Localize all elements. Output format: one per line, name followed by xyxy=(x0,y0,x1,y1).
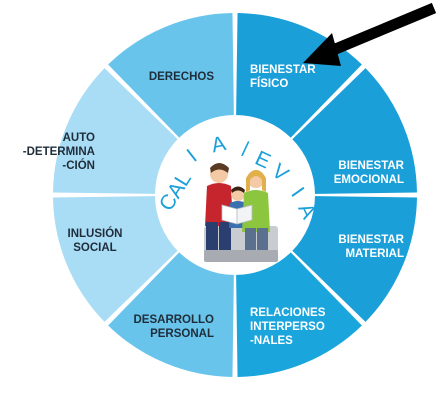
segment-label-line: BIENESTAR xyxy=(250,64,316,76)
segment-label-line: DESARROLLO xyxy=(134,314,215,326)
segment-label-line: AUTO xyxy=(63,132,95,144)
segment-label-line: BIENESTAR xyxy=(338,234,404,246)
pointer-arrow-icon xyxy=(303,2,437,66)
segment-label-line: EMOCIONAL xyxy=(334,174,404,186)
segment-label-line: -CIÓN xyxy=(62,159,95,172)
segment-label-relaciones-interpersonales: RELACIONES INTERPERSO -NALES xyxy=(250,307,326,347)
segment-label-line: -NALES xyxy=(250,335,293,347)
segment-label-line: DERECHOS xyxy=(149,71,215,83)
center-title-fragment: / xyxy=(240,138,250,162)
segment-label-desarrollo-personal: DESARROLLO PERSONAL xyxy=(134,314,215,340)
segment-label-inclusion-social: INLUSIÓN SOCIAL xyxy=(68,227,123,254)
segment-label-line: RELACIONES xyxy=(250,307,326,319)
family-reading-illustration xyxy=(204,163,278,262)
center-title-fragment: A xyxy=(209,132,227,157)
segment-label-line: SOCIAL xyxy=(73,242,116,254)
segment-label-derechos: DERECHOS xyxy=(149,71,215,83)
segment-label-line: MATERIAL xyxy=(345,248,404,260)
segment-label-bienestar-emocional: BIENESTAR EMOCIONAL xyxy=(334,160,405,186)
segment-label-line: INLUSIÓN xyxy=(68,227,123,240)
segment-label-line: PERSONAL xyxy=(150,328,214,340)
segment-label-line: INTERPERSO xyxy=(250,321,325,333)
segment-label-line: -DETERMINA xyxy=(23,146,95,158)
segment-label-line: FÍSICO xyxy=(250,77,288,90)
segment-label-autodeterminacion: AUTO -DETERMINA-CIÓN xyxy=(23,132,95,172)
segment-label-bienestar-material: BIENESTAR MATERIAL xyxy=(338,234,404,260)
segment-label-line: BIENESTAR xyxy=(338,160,404,172)
